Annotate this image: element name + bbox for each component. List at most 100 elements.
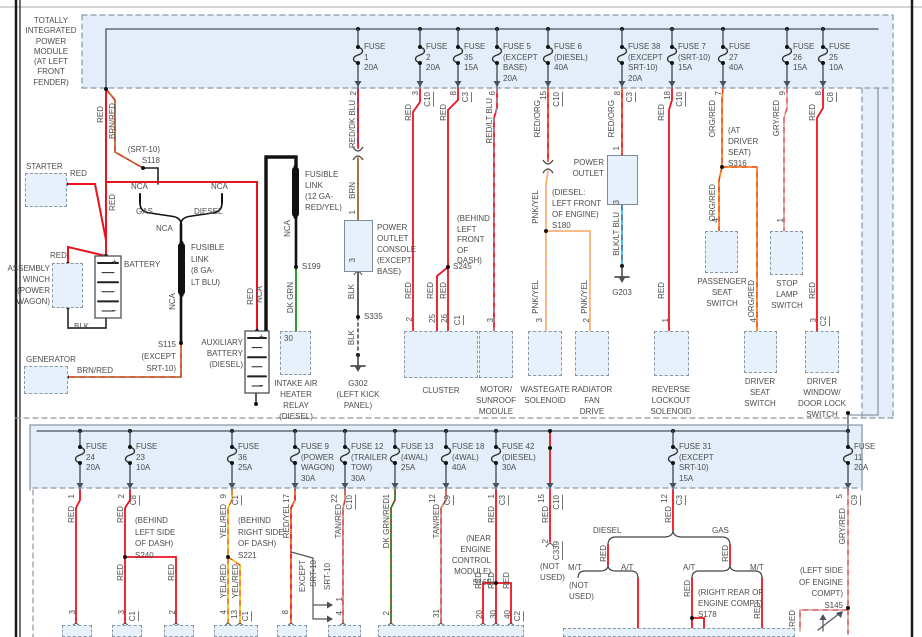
wire-label: SRT-10 [309, 560, 318, 587]
wire-label: 1 [612, 146, 621, 151]
wire-label: NCA [283, 220, 292, 237]
wire-label: 3 [117, 610, 126, 615]
connector-label: C10 [675, 92, 686, 107]
text-block: (AT DRIVER SEAT) S316 [728, 126, 759, 168]
fuse-label: FUSE 1 20A [364, 42, 386, 72]
text-block: STOP LAMP SWITCH [771, 279, 803, 310]
wire-label: 2 [168, 610, 177, 615]
junction-dot [494, 581, 498, 585]
text-block: (BEHIND RIGHT SIDE OF DASH) S221 [238, 516, 284, 560]
wire-stripe [721, 87, 724, 168]
wire-label: 20 [475, 610, 484, 619]
wire-label: PNK/YEL [531, 190, 540, 224]
text-block: G203 [612, 288, 632, 297]
arrow-icon [493, 81, 501, 87]
junction-dot [720, 165, 724, 169]
fuse-element [452, 46, 464, 64]
bracket [691, 564, 763, 579]
text-block: POWER OUTLET [572, 158, 604, 178]
wire [65, 183, 107, 241]
wire-label: 4 [711, 218, 720, 223]
wire [67, 245, 107, 265]
wire-label: 12 [428, 494, 437, 503]
wire-label: BLK/LT BLU [612, 212, 621, 256]
text-block: POWER OUTLET CONSOLE (EXCEPT BASE) [377, 223, 417, 276]
wire-label: YEL/RED [219, 504, 228, 539]
wire-label: NCA [156, 224, 173, 233]
wire-label: SRT-10 [323, 563, 332, 590]
fuse-label: FUSE 27 40A [729, 42, 751, 72]
junction-dot [179, 341, 183, 345]
wire-label: A/T [621, 563, 634, 572]
wire-stripe [227, 489, 233, 624]
wire-label: 31 [432, 609, 441, 618]
wire-label: 3 [486, 318, 495, 323]
fusible-link-symbol [178, 243, 185, 295]
wire-label: 3 [411, 91, 420, 96]
wire-label: 13 [230, 610, 239, 619]
junction-dot [670, 61, 674, 65]
junction-dot [721, 61, 725, 65]
junction-dot [494, 461, 498, 465]
wire-label: RED [108, 194, 117, 211]
wire-label: BLK [347, 284, 356, 300]
fuse-label: FUSE 11 20A [854, 442, 876, 472]
intake-air-heater-relay-box [280, 331, 311, 375]
inline-connector-icon [352, 155, 364, 161]
arrow-icon [618, 277, 626, 283]
fuse-label: FUSE 9 (POWER WAGON) 30A [301, 442, 335, 483]
fuse-label: FUSE 5 (EXCEPT BASE) 20A [503, 42, 538, 83]
wire-stripe [440, 489, 447, 624]
starter-box [25, 173, 67, 207]
text-block: ASSEMBLY WINCH (POWER WAGON) [7, 264, 50, 306]
wire-label: RED [404, 282, 413, 299]
wire-label: 3 [348, 258, 357, 263]
junction-dot [456, 45, 460, 49]
text-block: BATTERY [124, 260, 161, 269]
wire [290, 489, 296, 624]
arrow-icon [783, 81, 791, 87]
arrow-icon [327, 615, 333, 623]
fuse-element [781, 46, 793, 64]
junction-dot [104, 87, 108, 91]
text-block: (BEHIND LEFT FRONT OF DASH) [457, 214, 490, 265]
fuse-element [440, 446, 452, 464]
wire-label: RED [788, 610, 797, 627]
wire-label: RED [474, 572, 483, 589]
wire-label: 9 [219, 494, 228, 499]
arrow-icon [454, 81, 462, 87]
wire [124, 556, 177, 624]
fuse-label: FUSE 35 15A [464, 42, 486, 72]
wire-stripe [718, 166, 723, 232]
wire-label: ORG/RED [708, 184, 717, 222]
wire-label: GRY/RED [838, 508, 847, 545]
wire-label: BRN [348, 182, 357, 199]
wire-label: RED [50, 251, 67, 260]
arrow-icon [391, 483, 399, 489]
cluster-box [404, 331, 478, 378]
wire-label: BLK [74, 322, 90, 331]
junction-dot [548, 446, 552, 450]
arrow-icon [719, 81, 727, 87]
junction-dot [846, 461, 850, 465]
wire [816, 87, 824, 332]
wire-label: 2 [349, 91, 358, 96]
fuse-label: FUSE 6 (DIESEL) 40A [554, 42, 588, 72]
wire-label: − [259, 381, 264, 390]
wire-stripe [799, 609, 849, 632]
connector-label: C10 [423, 92, 434, 107]
wire [482, 582, 497, 624]
arrow-icon [416, 81, 424, 87]
connector-label: C1 [453, 315, 464, 326]
fuse-element [842, 446, 854, 464]
wire-label: RED [487, 572, 496, 589]
wire-label: PNK/YEL [531, 280, 540, 314]
bracket [577, 564, 639, 579]
wire-label: 22 [330, 494, 339, 503]
wire-label: 30 [489, 610, 498, 619]
junction-dot [393, 461, 397, 465]
wire-label: 4 [335, 611, 344, 616]
text-block: G302 (LEFT KICK PANEL) [336, 379, 380, 410]
wire-label: RED [439, 282, 448, 299]
